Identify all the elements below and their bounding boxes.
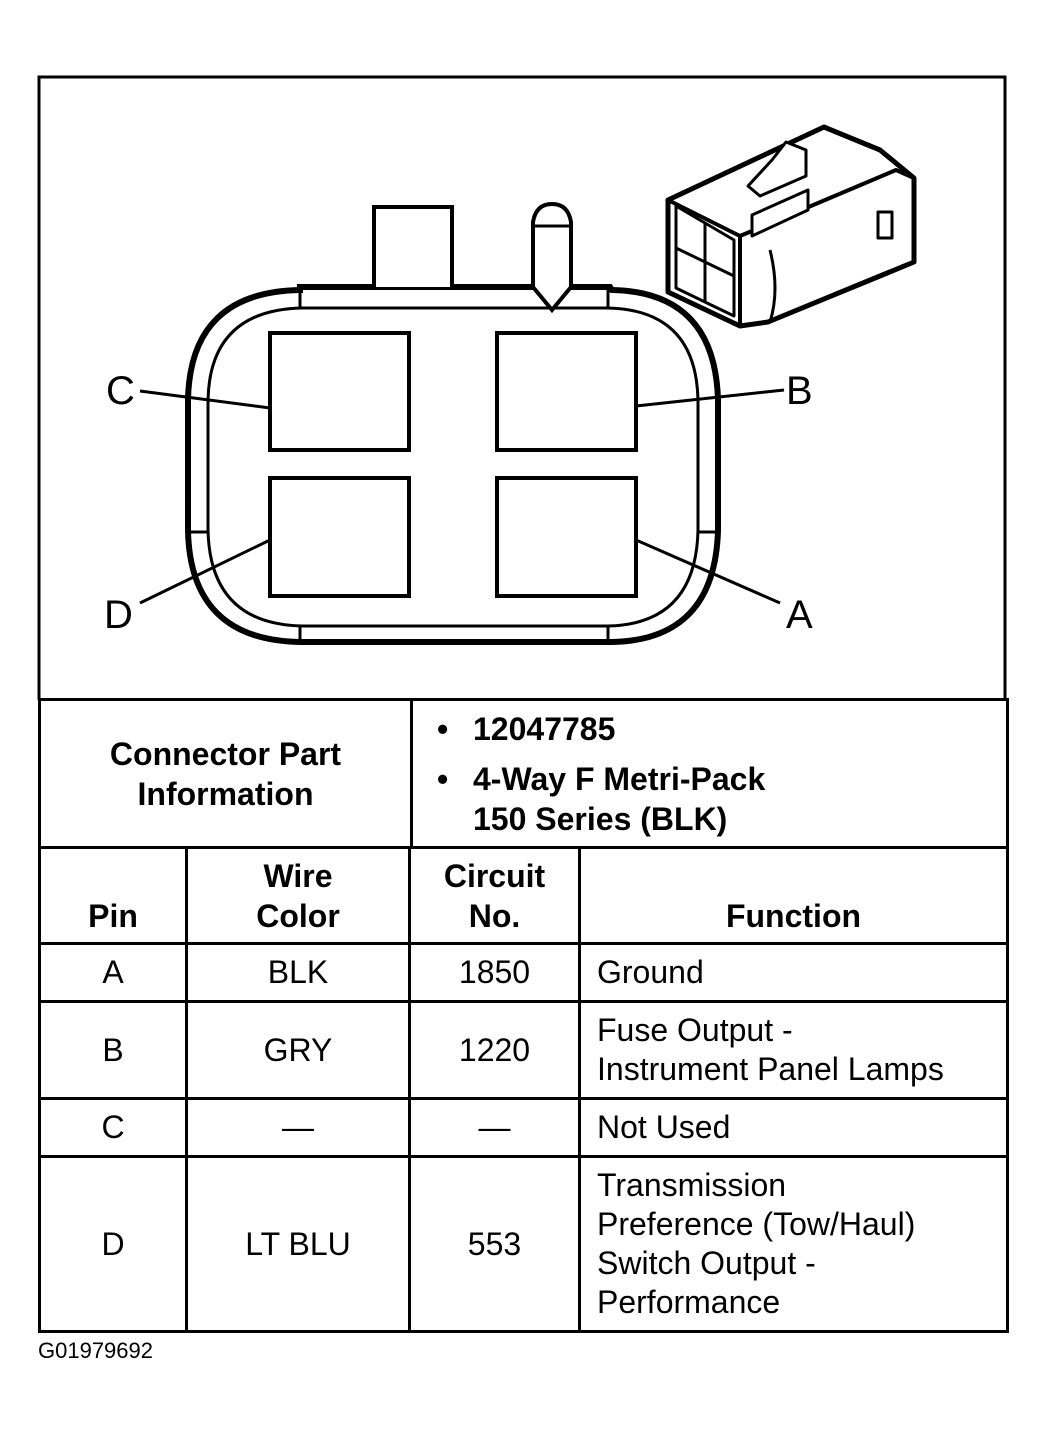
row-b-wire-color: GRY — [185, 1000, 411, 1100]
connector-info-list: 12047785 4-Way F Metri-Pack 150 Series (… — [410, 698, 1009, 849]
row-b-function: Fuse Output - Instrument Panel Lamps — [578, 1000, 1009, 1100]
pin-label-d: D — [104, 593, 133, 637]
header-circuit: Circuit No. — [408, 846, 581, 945]
table-row: D LT BLU 553 Transmission Preference (To… — [38, 1155, 1009, 1333]
header-wire-color-line2: Color — [256, 898, 340, 934]
pin-label-a: A — [786, 593, 813, 637]
row-b-function-line2: Instrument Panel Lamps — [597, 1051, 944, 1087]
row-d-function-line4: Performance — [597, 1284, 781, 1320]
row-d-function-line1: Transmission — [597, 1167, 787, 1203]
header-circuit-line2: No. — [468, 898, 521, 934]
row-d-function-line3: Switch Output - — [597, 1245, 816, 1281]
row-a-function: Ground — [578, 942, 1009, 1003]
row-a-wire-color: BLK — [185, 942, 411, 1003]
connector-info-table: Connector Part Information 12047785 4-Wa… — [38, 698, 1009, 849]
connector-info-title-line2: Information — [137, 775, 314, 812]
pin-label-b: B — [786, 369, 813, 413]
row-a-function-line1: Ground — [597, 954, 704, 990]
reference-code: G01979692 — [38, 1338, 153, 1363]
header-circuit-line1: Circuit — [443, 858, 546, 894]
header-pin: Pin — [38, 846, 188, 945]
row-b-function-line1: Fuse Output - — [597, 1012, 793, 1048]
connector-info-title: Connector Part Information — [38, 698, 413, 849]
table-row: A BLK 1850 Ground — [38, 942, 1009, 1003]
row-d-function: Transmission Preference (Tow/Haul) Switc… — [578, 1155, 1009, 1333]
connector-description-line1: 4-Way F Metri-Pack — [437, 759, 1006, 799]
row-d-function-line2: Preference (Tow/Haul) — [597, 1206, 916, 1242]
row-a-pin: A — [38, 942, 188, 1003]
cavity-a — [495, 476, 638, 598]
row-d-pin: D — [38, 1155, 188, 1333]
table-row: C — — Not Used — [38, 1097, 1009, 1158]
connector-face — [185, 201, 721, 645]
row-d-circuit: 553 — [408, 1155, 581, 1333]
row-b-pin: B — [38, 1000, 188, 1100]
row-c-pin: C — [38, 1097, 188, 1158]
cavity-c — [268, 331, 411, 452]
pin-table-header-row: Pin Wire Color Circuit No. Function — [38, 846, 1009, 945]
header-wire-color: Wire Color — [185, 846, 411, 945]
diagram-frame — [37, 75, 1007, 700]
cavity-b — [495, 331, 638, 452]
row-a-circuit: 1850 — [408, 942, 581, 1003]
row-b-circuit: 1220 — [408, 1000, 581, 1100]
connector-diagram: C B D A — [37, 75, 1007, 700]
header-function: Function — [578, 846, 1009, 945]
row-c-wire-color: — — [185, 1097, 411, 1158]
pin-out-table: Pin Wire Color Circuit No. Function A BL… — [38, 846, 1009, 1333]
connector-description-line2: 150 Series (BLK) — [473, 800, 728, 837]
row-c-circuit: — — [408, 1097, 581, 1158]
connector-info-title-line1: Connector Part — [109, 735, 342, 772]
leader-lines — [139, 388, 785, 605]
part-number: 12047785 — [437, 709, 1006, 749]
connector-3d-icon — [665, 124, 917, 329]
row-c-function-line1: Not Used — [597, 1109, 731, 1145]
header-wire-color-line1: Wire — [263, 858, 333, 894]
row-c-function: Not Used — [578, 1097, 1009, 1158]
pin-label-c: C — [106, 369, 135, 413]
table-row: B GRY 1220 Fuse Output - Instrument Pane… — [38, 1000, 1009, 1100]
row-d-wire-color: LT BLU — [185, 1155, 411, 1333]
cavity-d — [268, 476, 411, 598]
